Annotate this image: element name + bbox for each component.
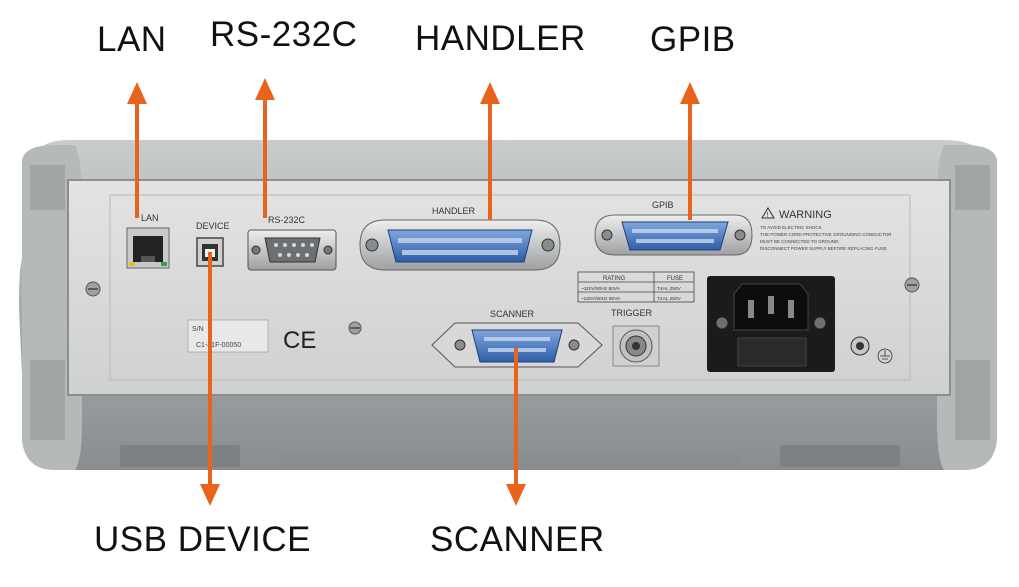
rs232c-port: [247, 229, 337, 271]
usb-device-port-label: DEVICE: [196, 221, 230, 231]
warning-line: THE POWER CORD PROTECTIVE GROUNDING COND…: [760, 232, 892, 237]
trigger-bnc-port: [612, 325, 660, 367]
handler-callout-label: HANDLER: [415, 19, 586, 58]
rs232c-port-label: RS-232C: [268, 215, 306, 225]
rating-cell: ~220V/50Hz 80VA: [581, 296, 621, 302]
gpib-arrow: [680, 82, 700, 220]
warning-line: MUST BE CONNECTED TO GROUND.: [760, 239, 840, 244]
fuse-header: FUSE: [667, 276, 683, 282]
warning-line: TO AVOID ELECTRIC SHOCK: [760, 225, 822, 230]
lan-arrow: [127, 82, 147, 218]
handler-port-label: HANDLER: [432, 206, 476, 216]
rs232c-arrow: [255, 78, 275, 218]
panel-screw: [348, 321, 362, 335]
lan-callout-label: LAN: [97, 20, 167, 59]
warning-title: WARNING: [779, 209, 832, 221]
rs232c-callout-label: RS-232C: [210, 15, 358, 54]
gpib-callout-label: GPIB: [650, 20, 736, 59]
panel-screw: [904, 277, 920, 293]
gpib-port-label: GPIB: [652, 200, 674, 210]
serial-number-value: C1-41F-00050: [196, 342, 241, 349]
fuse-cell: T2AL 250V: [657, 296, 682, 302]
scanner-arrow: [506, 348, 526, 506]
rating-header: RATING: [603, 276, 626, 282]
serial-number-label: S/N: [192, 326, 204, 333]
usb-device-arrow: [200, 252, 220, 506]
handler-arrow: [480, 82, 500, 220]
callout-arrows: [127, 78, 700, 506]
gpib-port: [594, 214, 753, 256]
warning-line: DISCONNECT POWER SUPPLY BEFORE REPLACING…: [760, 246, 887, 251]
rating-cell: ~110V/60Hz 80VA: [581, 286, 621, 292]
scanner-port: [431, 322, 603, 368]
trigger-port-label: TRIGGER: [611, 308, 653, 318]
serial-number-sticker: S/N C1-41F-00050: [187, 319, 269, 353]
ground-terminal: [850, 336, 893, 364]
handler-port: [359, 219, 561, 271]
scanner-port-label: SCANNER: [490, 309, 535, 319]
usb-device-callout-label: USB DEVICE: [94, 520, 311, 559]
svg-text:!: !: [767, 212, 769, 219]
ce-mark: CE: [283, 327, 316, 354]
power-inlet: [707, 276, 835, 372]
panel-screw: [85, 281, 101, 297]
fuse-cell: T4AL 250V: [657, 286, 682, 292]
warning-notice: ! WARNING TO AVOID ELECTRIC SHOCK THE PO…: [760, 207, 892, 251]
lan-port: [126, 227, 170, 269]
rating-fuse-table: RATING FUSE ~110V/60Hz 80VA T4AL 250V ~2…: [577, 271, 695, 303]
lan-port-label: LAN: [141, 213, 159, 223]
scanner-callout-label: SCANNER: [430, 520, 605, 559]
